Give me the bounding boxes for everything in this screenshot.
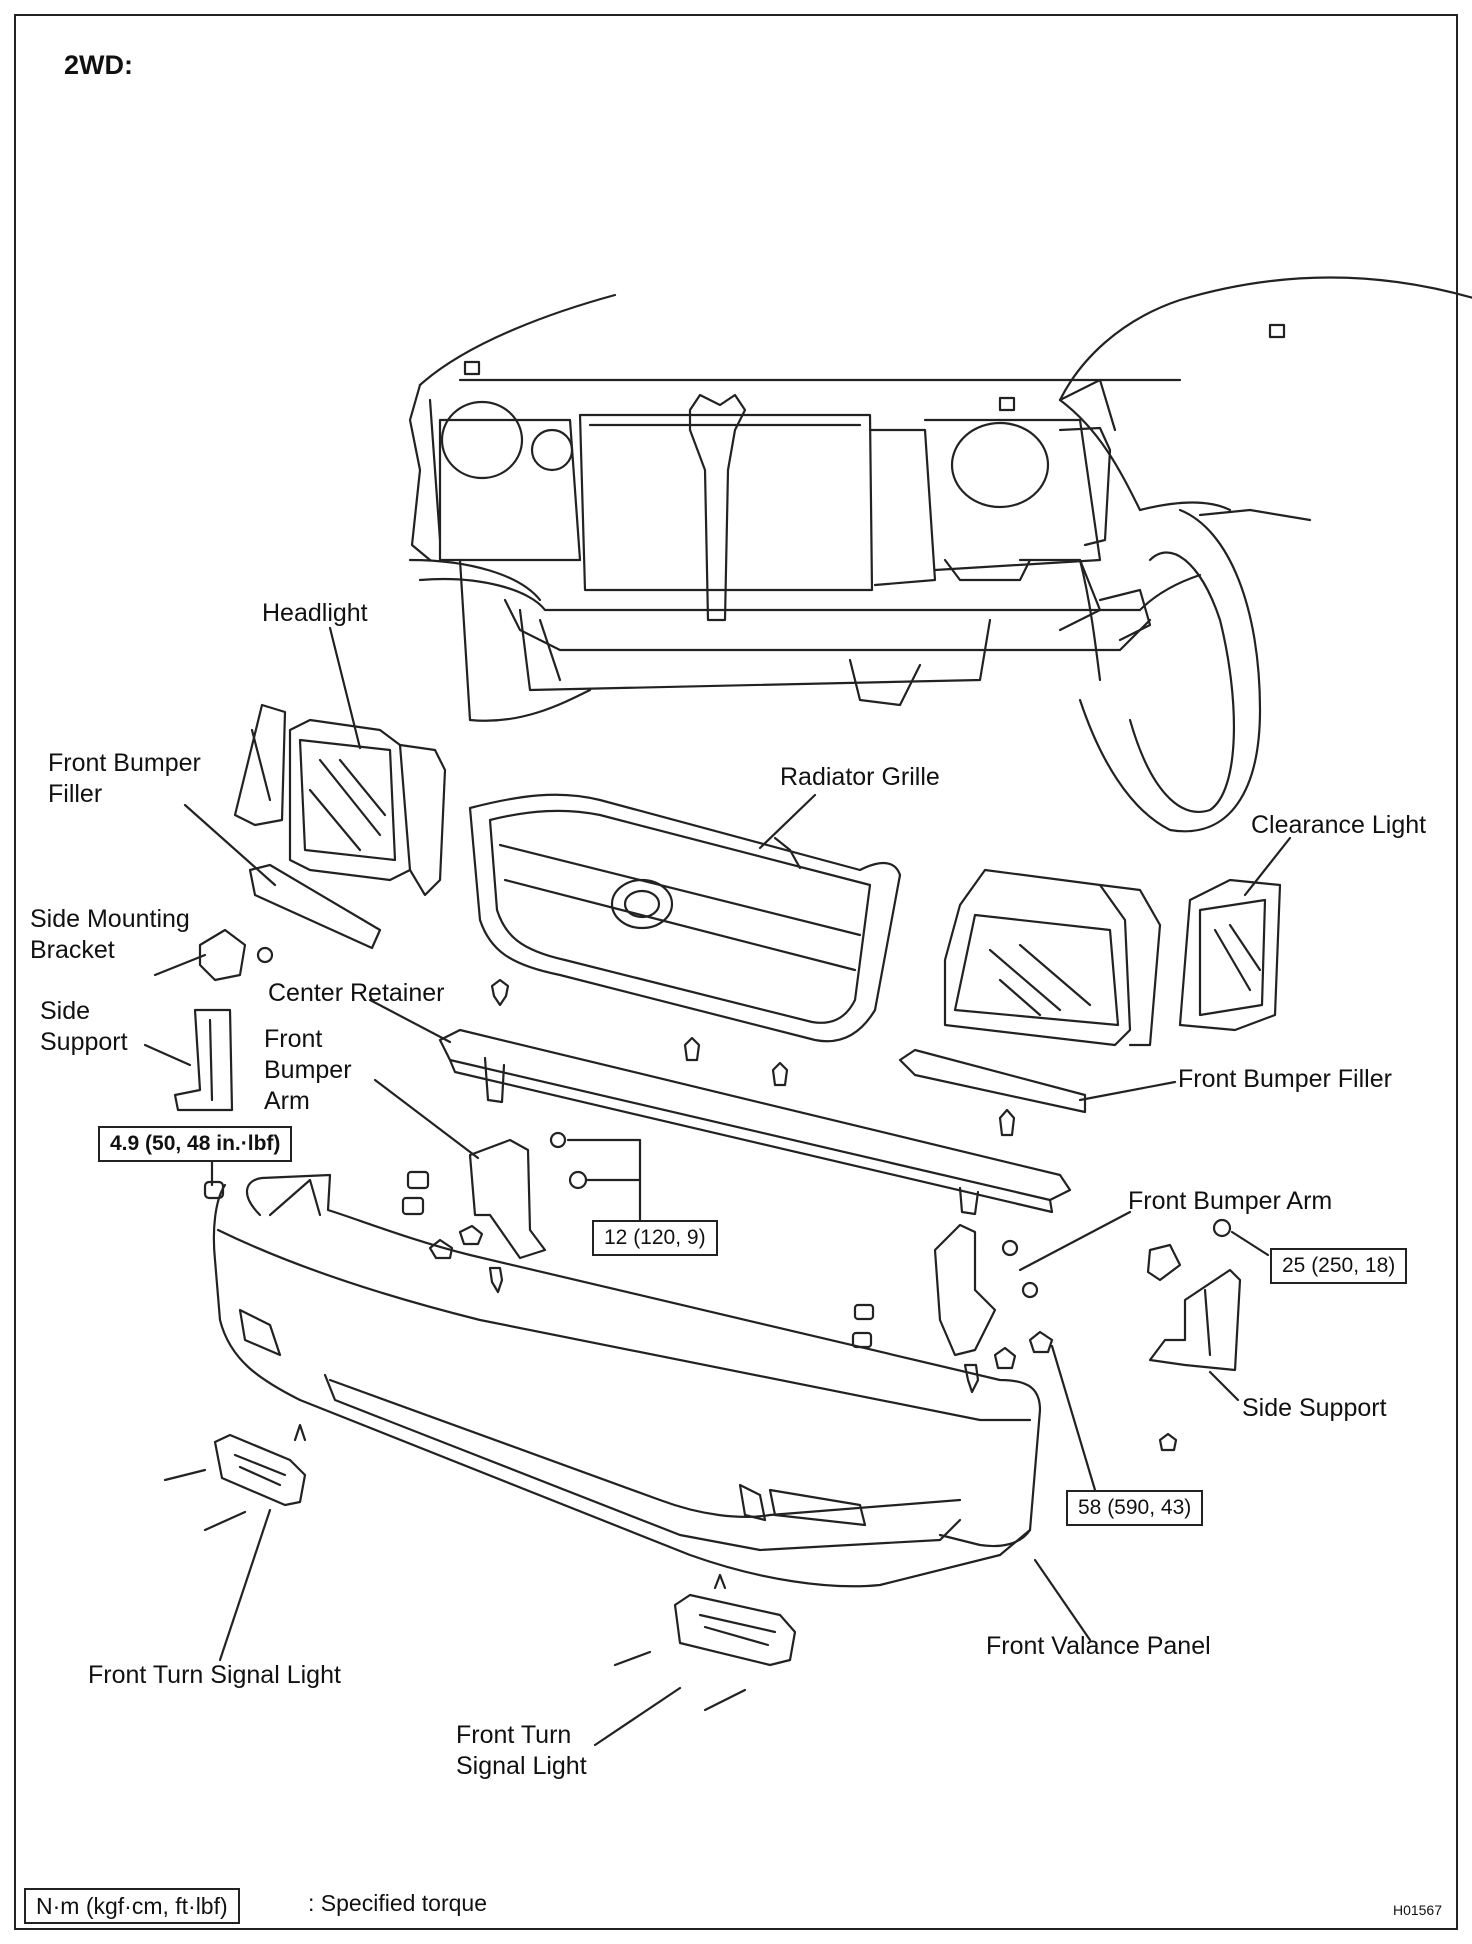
torque-box-12: 12 (120, 9)	[592, 1220, 718, 1256]
label-radiator-grille: Radiator Grille	[780, 763, 940, 791]
label-front-bumper-filler-right: Front Bumper Filler	[1178, 1065, 1392, 1093]
leader-lines	[145, 628, 1290, 1745]
legend-torque-unit-box: N·m (kgf·cm, ft·lbf)	[24, 1888, 240, 1924]
radiator-grille-part	[470, 795, 900, 1042]
left-bumper-filler-part	[250, 865, 380, 948]
label-center-retainer: Center Retainer	[268, 979, 445, 1007]
side-mounting-bracket-part	[200, 930, 272, 980]
label-headlight: Headlight	[262, 599, 368, 627]
figure-code: H01567	[1392, 1902, 1442, 1918]
torque-box-4-9: 4.9 (50, 48 in.·lbf)	[98, 1126, 293, 1162]
label-front-bumper-arm-right: Front Bumper Arm	[1128, 1187, 1333, 1215]
label-side-support-left: Side Support	[40, 997, 128, 1056]
left-headlight-part	[290, 720, 445, 895]
right-headlight-part	[945, 870, 1160, 1045]
center-turn-signal-part	[615, 1575, 795, 1710]
right-side-support-part	[1148, 1245, 1240, 1370]
label-clearance-light: Clearance Light	[1251, 811, 1427, 839]
vehicle-front-body	[410, 278, 1472, 832]
label-front-bumper-filler-left: Front Bumper Filler	[48, 749, 201, 808]
label-side-support-right: Side Support	[1242, 1394, 1387, 1422]
diagram-frame	[14, 14, 1458, 1930]
label-front-valance-panel: Front Valance Panel	[986, 1632, 1211, 1660]
label-front-turn-signal-left: Front Turn Signal Light	[88, 1661, 341, 1689]
legend-description: : Specified torque	[308, 1890, 488, 1916]
label-side-mounting-bracket: Side Mounting Bracket	[30, 905, 190, 964]
label-front-turn-signal-center: Front Turn Signal Light	[456, 1721, 587, 1780]
torque-box-25: 25 (250, 18)	[1270, 1248, 1408, 1284]
fasteners	[205, 980, 1230, 1450]
torque-box-58: 58 (590, 43)	[1066, 1490, 1204, 1526]
left-side-support-part	[175, 1010, 232, 1110]
center-retainer-part	[440, 1030, 1070, 1214]
drawwing-heading: 2WD:	[64, 50, 133, 80]
right-bumper-arm-part	[935, 1225, 995, 1355]
label-front-bumper-arm-left: Front Bumper Arm	[264, 1025, 352, 1115]
right-bumper-filler-part	[900, 1050, 1085, 1112]
front-valance-panel-part	[214, 1175, 1040, 1586]
left-bumper-arm-part	[470, 1140, 545, 1258]
left-turn-signal-part	[165, 1425, 305, 1530]
left-side-light-part	[235, 705, 285, 825]
clearance-light-part	[1180, 880, 1280, 1030]
